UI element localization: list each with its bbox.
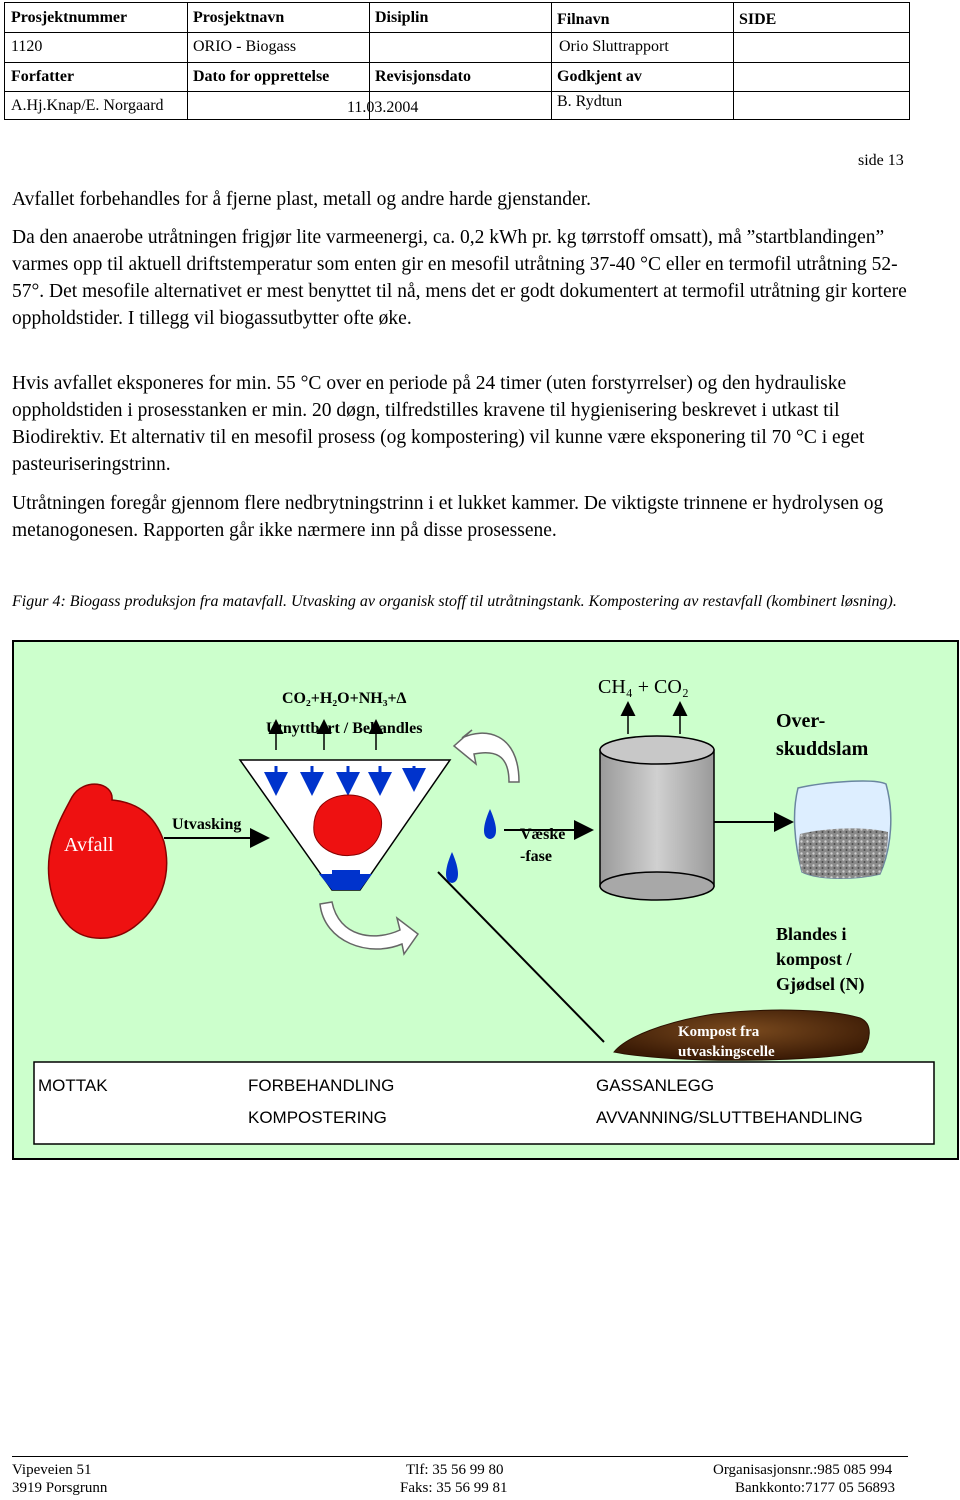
blandes-label-2: kompost / bbox=[776, 949, 852, 969]
overskuddslam-label-2: skuddslam bbox=[776, 738, 869, 760]
header-label-side: SIDE bbox=[739, 11, 777, 28]
formula-co2-label: CO₂+H₂O+NH₃+∆ bbox=[282, 690, 407, 707]
header-value-godkjent: B. Rydtun bbox=[557, 93, 623, 110]
gas-tank-shape bbox=[599, 749, 715, 887]
page-number: side 13 bbox=[858, 152, 904, 169]
footer-divider bbox=[12, 1456, 908, 1457]
vaeske-label-1: Væske bbox=[520, 826, 566, 843]
paragraph-3: Hvis avfallet eksponeres for min. 55 °C … bbox=[12, 373, 865, 475]
overskuddslam-label-1: Over- bbox=[776, 710, 826, 732]
stage-avvanning: AVVANNING/SLUTTBEHANDLING bbox=[596, 1108, 863, 1127]
paragraph-1: Avfallet forbehandles for å fjerne plast… bbox=[12, 189, 591, 210]
utvasking-label: Utvasking bbox=[172, 816, 242, 833]
header-label-revisjonsdato: Revisjonsdato bbox=[375, 68, 472, 85]
blandes-label-3: Gjødsel (N) bbox=[776, 974, 865, 994]
footer-bank-account: Bankkonto:7177 05 56893 bbox=[735, 1480, 895, 1496]
header-value-prosjektnummer: 1120 bbox=[11, 38, 43, 55]
ch4-co2-label: CH₄ + CO₂ bbox=[598, 676, 689, 698]
blandes-label-1: Blandes i bbox=[776, 924, 847, 944]
kompost-label-2: utvaskingscelle bbox=[678, 1044, 775, 1060]
header-label-disiplin: Disiplin bbox=[375, 9, 429, 26]
stage-kompostering: KOMPOSTERING bbox=[248, 1108, 387, 1127]
stage-gassanlegg: GASSANLEGG bbox=[596, 1076, 715, 1095]
waste-blob-shape bbox=[47, 783, 168, 939]
header-value-dato: 11.03.2004 bbox=[347, 99, 419, 116]
paragraph-2: Da den anaerobe utråtningen frigjør lite… bbox=[12, 227, 907, 329]
biogas-process-figure: CO₂+H₂O+NH₃+∆ Utnyttbart / Behandles CH₄… bbox=[12, 640, 959, 1160]
header-value-filnavn: Orio Sluttrapport bbox=[559, 38, 669, 55]
header-value-forfatter: A.Hj.Knap/E. Norgaard bbox=[11, 97, 164, 114]
header-label-filnavn: Filnavn bbox=[557, 11, 610, 28]
footer-address-1: Vipeveien 51 bbox=[12, 1462, 92, 1478]
header-label-godkjent: Godkjent av bbox=[557, 68, 642, 85]
figure-caption: Figur 4: Biogass produksjon fra matavfal… bbox=[12, 593, 897, 610]
kompost-label-1: Kompost fra bbox=[678, 1024, 760, 1040]
footer-phone: Tlf: 35 56 99 80 bbox=[406, 1462, 504, 1478]
document-header-table: Prosjektnummer Prosjektnavn Disiplin Fil… bbox=[4, 2, 910, 120]
vaeske-label-2: -fase bbox=[520, 848, 552, 865]
compost-pile-shape bbox=[613, 1009, 870, 1061]
utnyttbart-label: Utnyttbart / Behandles bbox=[266, 720, 423, 737]
paragraph-4: Utråtningen foregår gjennom flere nedbry… bbox=[12, 493, 884, 541]
header-label-prosjektnavn: Prosjektnavn bbox=[193, 9, 285, 26]
stage-forbehandling: FORBEHANDLING bbox=[248, 1076, 395, 1095]
header-value-prosjektnavn: ORIO - Biogass bbox=[193, 38, 297, 55]
footer-address-2: 3919 Porsgrunn bbox=[12, 1480, 108, 1496]
footer-org-number: Organisasjonsnr.:985 085 994 bbox=[713, 1462, 893, 1478]
process-diagram bbox=[33, 701, 935, 1145]
stage-mottak: MOTTAK bbox=[38, 1076, 108, 1095]
avfall-label: Avfall bbox=[64, 834, 114, 856]
header-label-forfatter: Forfatter bbox=[11, 68, 75, 85]
header-label-dato: Dato for opprettelse bbox=[193, 68, 330, 85]
footer-fax: Faks: 35 56 99 81 bbox=[400, 1480, 508, 1496]
header-label-prosjektnummer: Prosjektnummer bbox=[11, 9, 128, 26]
